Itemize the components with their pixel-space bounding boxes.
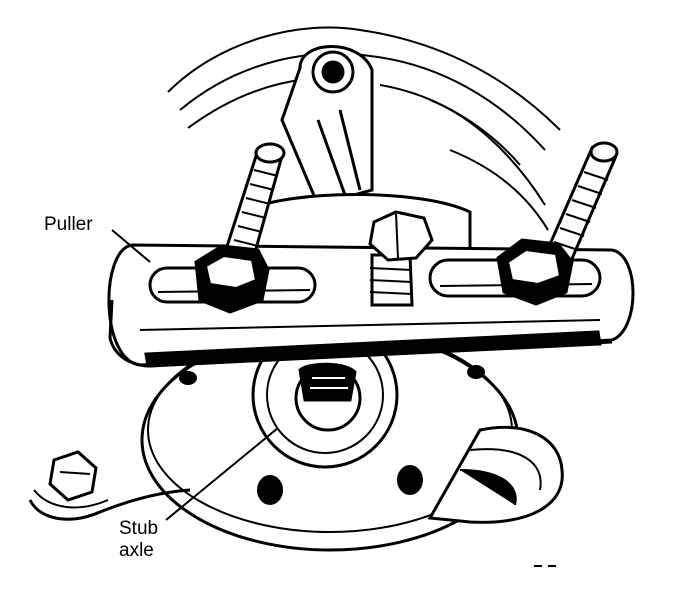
stub-axle-leader-line <box>165 427 279 521</box>
hose-bolt <box>48 450 98 502</box>
leader-lines <box>111 229 279 521</box>
puller-leader-line <box>111 229 151 263</box>
stub-axle-label: Stub axle <box>119 518 158 562</box>
right-puller-bolt <box>496 141 619 306</box>
stub-axle-label-line1: Stub <box>119 518 159 539</box>
stub-axle-label-line2: axle <box>119 540 154 561</box>
puller-label: Puller <box>44 214 93 235</box>
upper-plate <box>246 193 472 252</box>
backing-plate <box>427 425 564 524</box>
brake-hose <box>28 488 191 521</box>
left-puller-bolt <box>194 142 286 314</box>
steering-arm <box>280 45 374 207</box>
center-puller-bolt <box>368 210 434 307</box>
background-strokes <box>167 26 561 231</box>
